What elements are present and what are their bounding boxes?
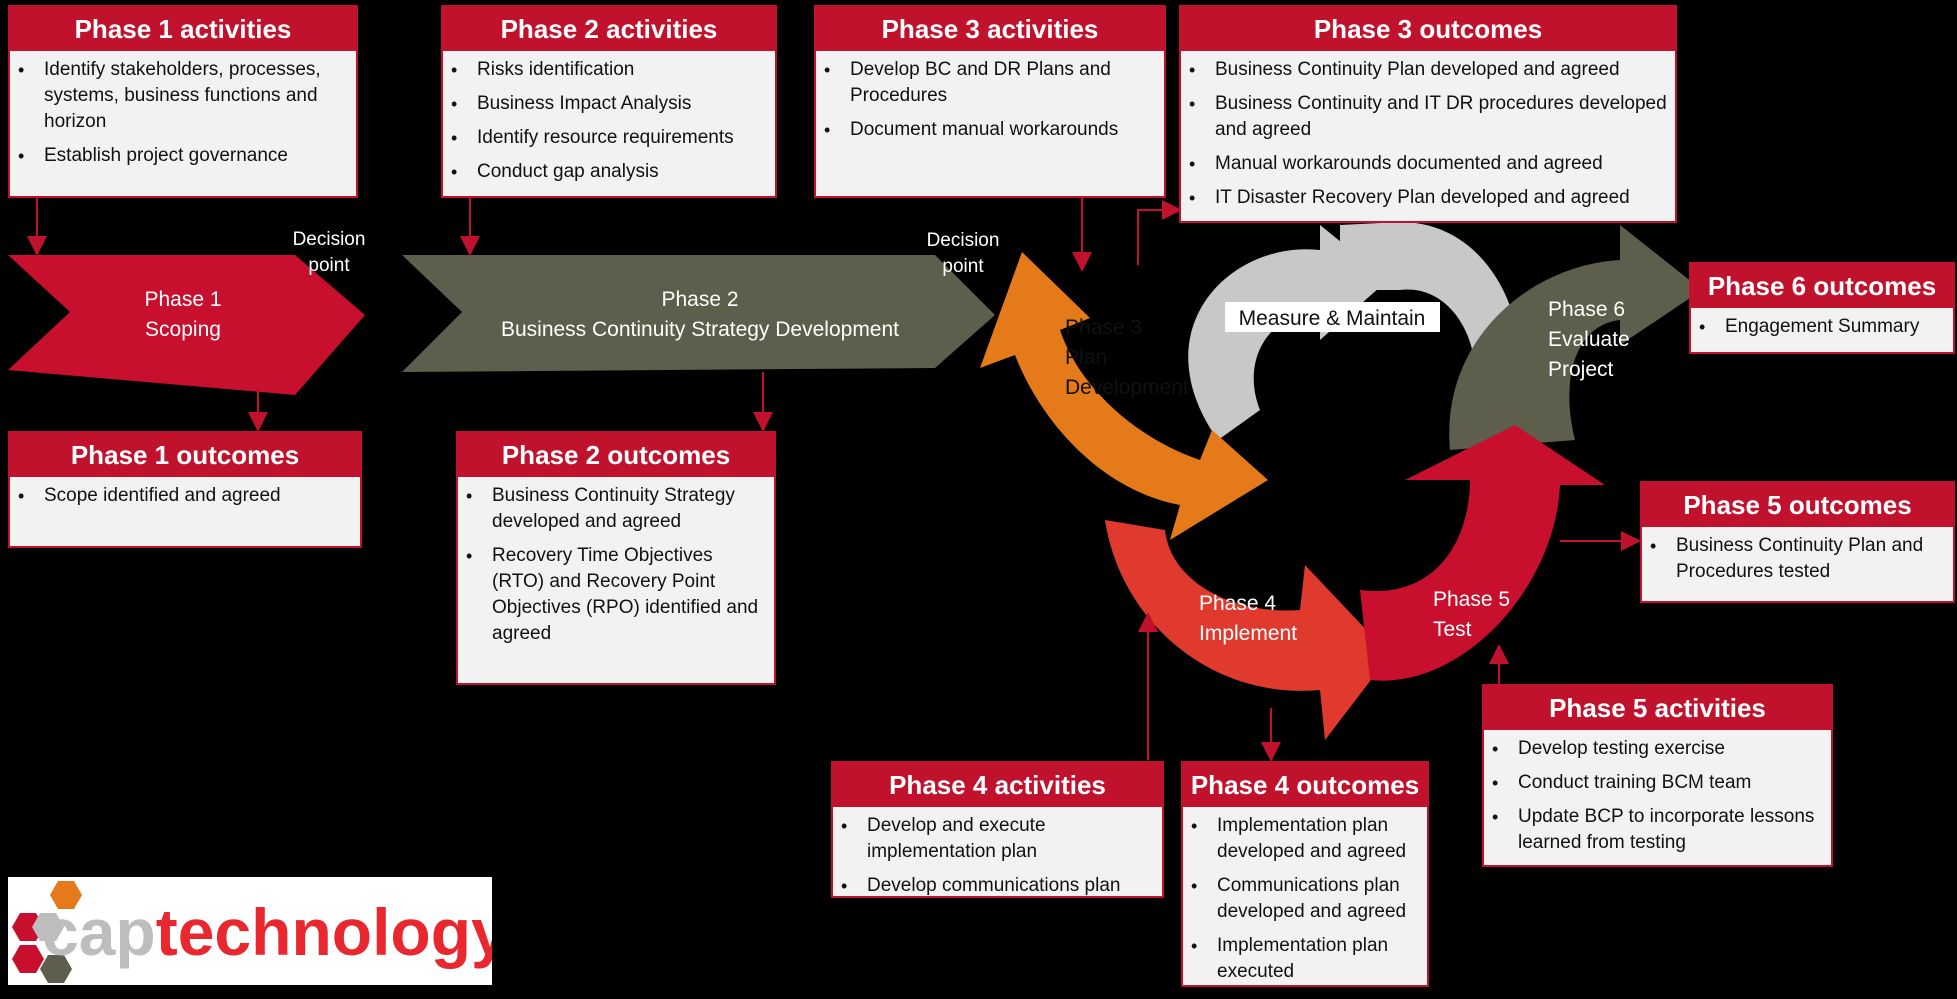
phase6-outcomes-list: Engagement Summary	[1691, 308, 1953, 354]
phase4-activities-list: Develop and execute implementation plan …	[833, 807, 1162, 913]
phase2-label-2: Business Continuity Strategy Development	[501, 318, 899, 341]
phase5-activities-box: Phase 5 activities Develop testing exerc…	[1482, 684, 1833, 867]
list-item: Business Impact Analysis	[451, 91, 767, 117]
phase1-outcomes-list: Scope identified and agreed	[10, 477, 360, 523]
list-item: Update BCP to incorporate lessons learne…	[1492, 804, 1823, 856]
phase1-outcomes-title: Phase 1 outcomes	[10, 433, 360, 477]
phase1-label-1: Phase 1	[144, 288, 221, 311]
phase4-outcomes-title: Phase 4 outcomes	[1183, 763, 1427, 807]
phase6-label-1: Phase 6	[1548, 298, 1625, 321]
logo-text-cap: cap	[42, 895, 156, 969]
list-item: Develop communications plan	[841, 873, 1154, 899]
decision-point-1: Decision point	[282, 227, 376, 279]
list-item: Communications plan developed and agreed	[1191, 873, 1419, 925]
phase4-label-2: Implement	[1199, 622, 1297, 645]
svg-text:captechnology: captechnology	[42, 895, 492, 969]
phase2-activities-title: Phase 2 activities	[443, 7, 775, 51]
list-item: Conduct gap analysis	[451, 159, 767, 185]
phase5-activities-list: Develop testing exercise Conduct trainin…	[1484, 730, 1831, 870]
phase2-outcomes-list: Business Continuity Strategy developed a…	[458, 477, 774, 661]
logo-graphic: captechnology	[12, 881, 508, 983]
phase6-label-2: Evaluate	[1548, 328, 1630, 351]
phase4-label-1: Phase 4	[1199, 592, 1276, 615]
phase1-activities-box: Phase 1 activities Identify stakeholders…	[8, 5, 358, 198]
list-item: Develop and execute implementation plan	[841, 813, 1154, 865]
phase4-outcomes-list: Implementation plan developed and agreed…	[1183, 807, 1427, 999]
measure-maintain-arc-right	[1340, 222, 1520, 365]
phase6-label-3: Project	[1548, 358, 1614, 381]
list-item: Implementation plan developed and agreed	[1191, 813, 1419, 865]
list-item: Recovery Time Objectives (RTO) and Recov…	[466, 543, 766, 647]
phase4-activities-box: Phase 4 activities Develop and execute i…	[831, 761, 1164, 899]
list-item: Business Continuity and IT DR procedures…	[1189, 91, 1667, 143]
phase3-outcomes-title: Phase 3 outcomes	[1181, 7, 1675, 51]
hexagon-red-2	[12, 945, 44, 973]
connector-p3out	[1137, 200, 1182, 265]
phase3-label-2: Plan	[1065, 346, 1107, 369]
phase5-label-1: Phase 5	[1433, 588, 1510, 611]
list-item: Conduct training BCM team	[1492, 770, 1823, 796]
phase1-outcomes-box: Phase 1 outcomes Scope identified and ag…	[8, 431, 362, 548]
phase1-activities-title: Phase 1 activities	[10, 7, 356, 51]
measure-label-bg	[1225, 302, 1440, 332]
list-item: Identify resource requirements	[451, 125, 767, 151]
phase4-outcomes-box: Phase 4 outcomes Implementation plan dev…	[1181, 761, 1429, 987]
phase2-chevron	[402, 255, 995, 372]
measure-maintain-label: Measure & Maintain	[1239, 307, 1426, 330]
list-item: Manual workarounds documented and agreed	[1189, 151, 1667, 177]
phase6-outcomes-box: Phase 6 outcomes Engagement Summary	[1689, 262, 1955, 354]
phase2-label-1: Phase 2	[661, 288, 738, 311]
captechnology-logo: captechnology	[8, 877, 508, 985]
phase3-label-1: Phase 3	[1065, 316, 1142, 339]
phase3-outcomes-list: Business Continuity Plan developed and a…	[1181, 51, 1675, 225]
list-item: Scope identified and agreed	[18, 483, 352, 509]
list-item: Develop testing exercise	[1492, 736, 1823, 762]
phase4-activities-title: Phase 4 activities	[833, 763, 1162, 807]
list-item: Business Continuity Plan developed and a…	[1189, 57, 1667, 83]
decision-point-2-line2: point	[942, 256, 984, 277]
phase3-outcomes-box: Phase 3 outcomes Business Continuity Pla…	[1179, 5, 1677, 223]
phase1-chevron	[8, 255, 365, 395]
hexagon-orange	[50, 881, 82, 909]
list-item: Identify stakeholders, processes, system…	[18, 57, 348, 135]
list-item: IT Disaster Recovery Plan developed and …	[1189, 185, 1667, 211]
logo-text-technology: technology	[156, 895, 492, 969]
phase2-activities-box: Phase 2 activities Risks identification …	[441, 5, 777, 198]
hexagon-olive	[40, 955, 72, 983]
phase3-activities-box: Phase 3 activities Develop BC and DR Pla…	[814, 5, 1166, 198]
phase5-outcomes-box: Phase 5 outcomes Business Continuity Pla…	[1640, 481, 1955, 603]
decision-point-2-line1: Decision	[926, 230, 1000, 251]
decision-point-1-line1: Decision	[292, 229, 366, 250]
list-item: Business Continuity Plan and Procedures …	[1650, 533, 1945, 585]
phase2-outcomes-title: Phase 2 outcomes	[458, 433, 774, 477]
phase3-arrow	[980, 252, 1268, 540]
phase4-arrow	[1105, 520, 1390, 740]
phase3-activities-list: Develop BC and DR Plans and Procedures D…	[816, 51, 1164, 157]
list-item: Document manual workarounds	[824, 117, 1156, 143]
phase5-activities-title: Phase 5 activities	[1484, 686, 1831, 730]
list-item: Risks identification	[451, 57, 767, 83]
phase5-outcomes-list: Business Continuity Plan and Procedures …	[1642, 527, 1953, 599]
list-item: Implementation plan executed	[1191, 933, 1419, 985]
phase3-label-3: Development	[1065, 376, 1189, 399]
decision-point-1-line2: point	[308, 255, 350, 276]
phase2-outcomes-box: Phase 2 outcomes Business Continuity Str…	[456, 431, 776, 685]
phase1-activities-list: Identify stakeholders, processes, system…	[10, 51, 356, 183]
phase5-label-2: Test	[1433, 618, 1472, 641]
phase5-outcomes-title: Phase 5 outcomes	[1642, 483, 1953, 527]
phase6-arrow	[1449, 225, 1702, 450]
list-item: Develop BC and DR Plans and Procedures	[824, 57, 1156, 109]
phase5-arrow	[1360, 425, 1605, 681]
decision-point-2: Decision point	[916, 228, 1010, 280]
measure-maintain-arc	[1188, 225, 1388, 440]
phase3-activities-title: Phase 3 activities	[816, 7, 1164, 51]
list-item: Establish project governance	[18, 143, 348, 169]
list-item: Business Continuity Strategy developed a…	[466, 483, 766, 535]
phase2-activities-list: Risks identification Business Impact Ana…	[443, 51, 775, 199]
phase6-outcomes-title: Phase 6 outcomes	[1691, 264, 1953, 308]
phase1-label-2: Scoping	[145, 318, 221, 341]
list-item: Engagement Summary	[1699, 314, 1945, 340]
hexagon-gray	[32, 913, 64, 941]
